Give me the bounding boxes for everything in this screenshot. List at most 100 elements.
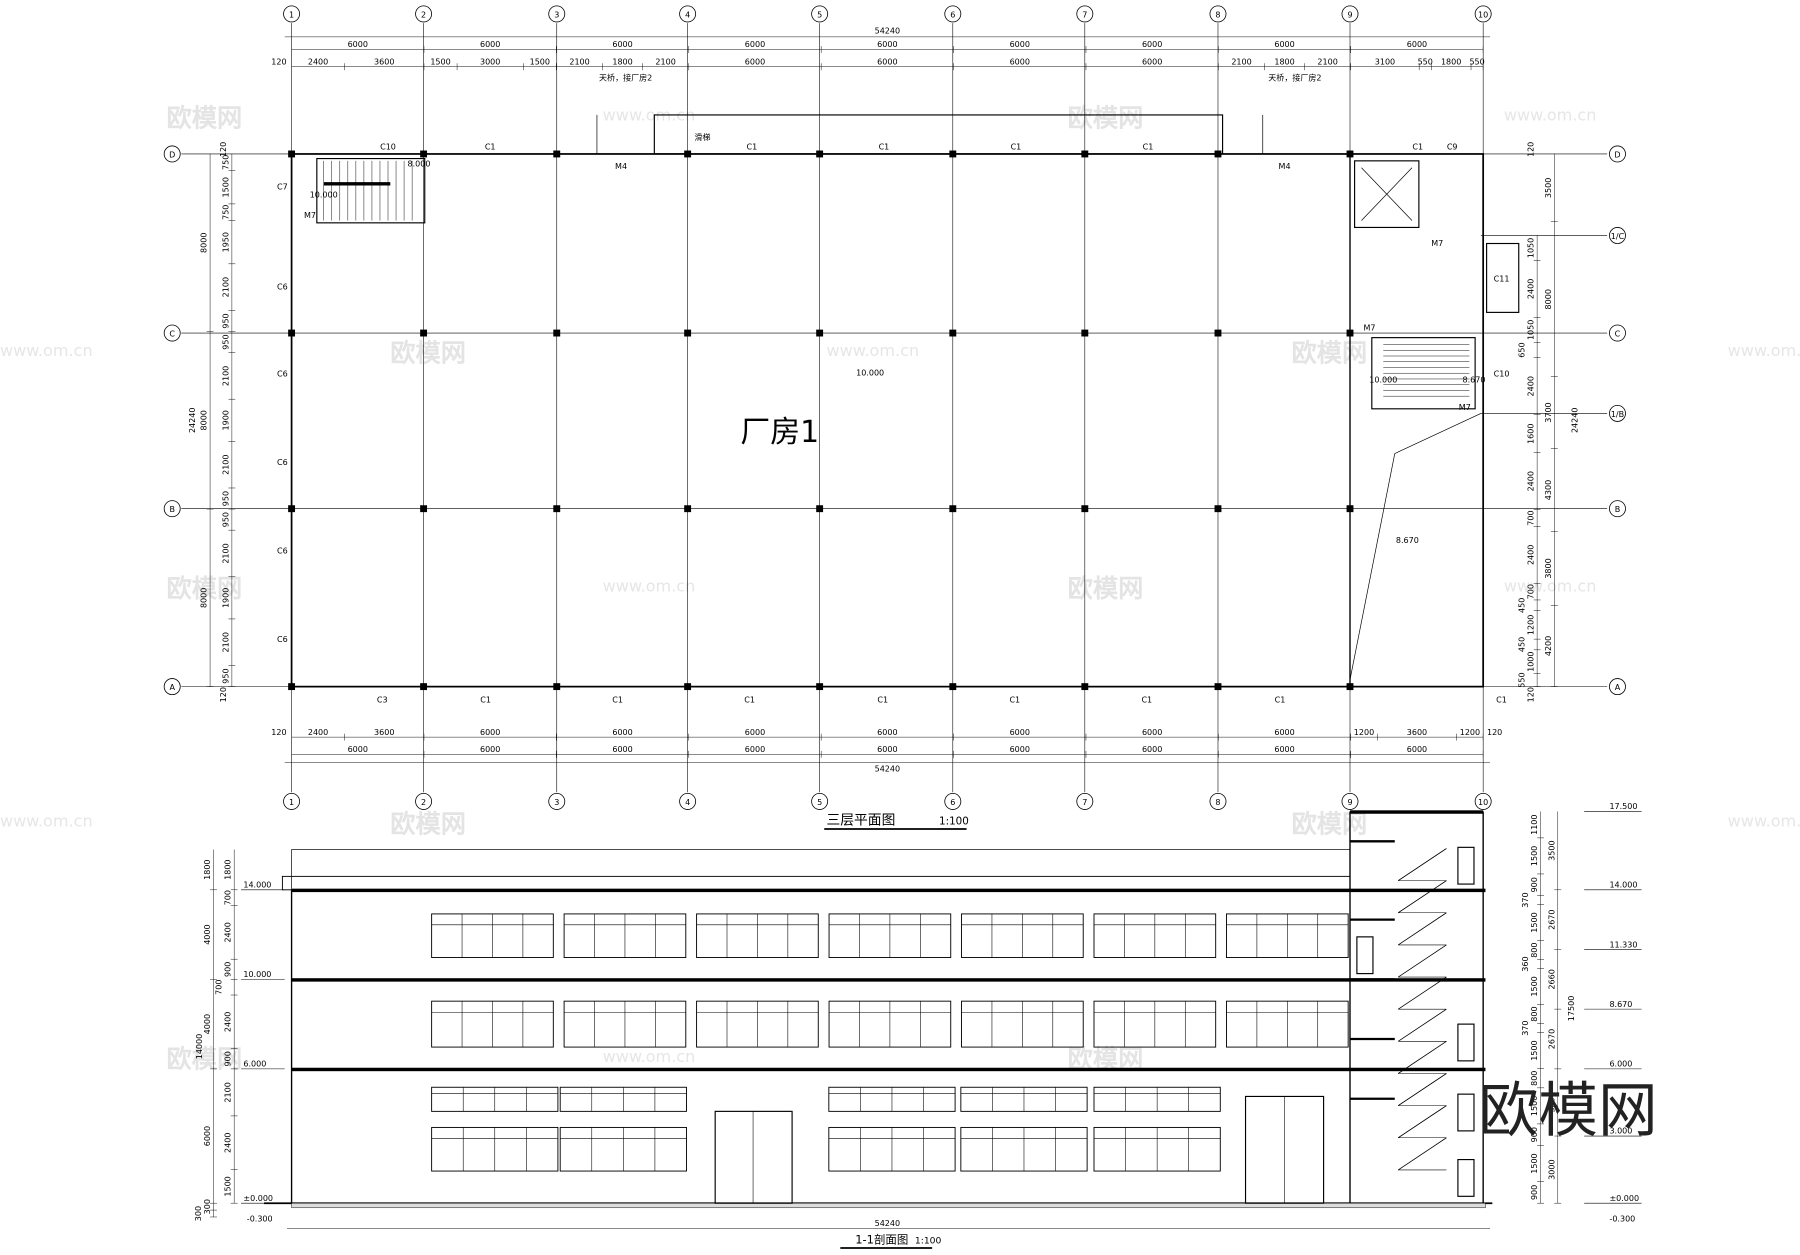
window-label-left: C6 <box>277 370 288 379</box>
section-window <box>696 913 819 958</box>
dim-inner-right: 370 <box>1521 1020 1530 1035</box>
dim-detail-top: 2100 <box>1231 57 1251 66</box>
section-window <box>828 1000 952 1048</box>
window-label-left: C7 <box>277 183 288 192</box>
dim-axis-top: 6000 <box>1142 40 1162 49</box>
column-axis-label-bottom: 5 <box>817 798 822 807</box>
dim-detail-right: 1050 <box>1527 238 1536 258</box>
column-axis-label-top: 3 <box>554 10 559 19</box>
wall-offset: 120 <box>1487 728 1502 737</box>
structural-column <box>816 505 824 513</box>
row-axis-label-right: A <box>1615 683 1621 692</box>
dim-axis-bottom: 6000 <box>1142 745 1162 754</box>
dim-detail-right: 450 <box>1517 598 1526 613</box>
stair-roof-slab <box>1350 810 1484 814</box>
dim-inner-left: 900 <box>224 1051 233 1066</box>
structural-column <box>1081 329 1089 337</box>
watermark-text: 欧模网 <box>390 339 466 368</box>
exterior-wall <box>290 153 1485 688</box>
structural-column <box>288 329 296 337</box>
stair-flight <box>1397 1073 1447 1106</box>
axis-bubble <box>1341 792 1359 810</box>
watermark-text: 欧模网 <box>1068 574 1144 603</box>
bridge-label: 天桥，接厂房2 <box>599 72 652 82</box>
section-window <box>563 1000 687 1048</box>
stair-window <box>1457 846 1475 885</box>
door-label: M7 <box>1459 403 1471 412</box>
structural-column <box>1214 683 1222 691</box>
axis-bubble <box>679 792 697 810</box>
structural-column <box>1214 505 1222 513</box>
axis-bubble <box>163 145 181 163</box>
dim-detail-top: 3100 <box>1375 57 1395 66</box>
dim-detail-left: 950 <box>221 512 230 527</box>
bridge-label: 天桥，接厂房2 <box>1268 72 1321 82</box>
column-axis-label-bottom: 4 <box>685 798 690 807</box>
dim-detail-bottom: 2400 <box>308 728 328 737</box>
window-label-bottom: C1 <box>1496 696 1507 705</box>
section-window <box>431 913 554 958</box>
dim-inner-right: 900 <box>1530 877 1539 892</box>
window-label-right: C11 <box>1494 274 1510 283</box>
stair-flight <box>1397 912 1447 946</box>
level-mark-right: 6.000 <box>1609 1060 1632 1069</box>
dim-inner-right: 800 <box>1530 942 1539 957</box>
dim-axis-left: 8000 <box>200 588 209 608</box>
structural-column <box>684 329 692 337</box>
dim-detail-top: 1500 <box>530 57 550 66</box>
row-axis-label-left: D <box>169 150 175 159</box>
dim-axis-bottom: 6000 <box>1010 745 1030 754</box>
column-axis-label-bottom: 3 <box>554 798 559 807</box>
axis-bubble <box>548 792 566 810</box>
watermark-site: www.om.cn <box>603 1047 696 1066</box>
window-label-right: C10 <box>1494 370 1510 379</box>
stair-flight <box>1397 1105 1447 1139</box>
axis-bubble <box>1609 145 1626 163</box>
dim-detail-right: 450 <box>1517 637 1526 652</box>
dim-inner-right: 1100 <box>1530 814 1539 834</box>
axis-bubble <box>1609 324 1626 342</box>
axis-bubble <box>163 324 181 342</box>
structural-column <box>420 329 428 337</box>
section-window <box>961 1000 1084 1048</box>
dim-detail-bottom: 6000 <box>1010 728 1030 737</box>
dim-total-top: 54240 <box>875 26 901 35</box>
window-label-bottom: C1 <box>1275 696 1286 705</box>
axis-bubble <box>163 678 181 696</box>
column-axis-label-top: 9 <box>1347 10 1352 19</box>
watermark-site: www.om.cn <box>0 812 93 831</box>
section-view: 14.00010.0006.000±0.000-0.30017.50014.00… <box>194 802 1642 1229</box>
row-axis-label-left: A <box>169 683 175 692</box>
dim-detail-top: 2100 <box>655 57 675 66</box>
level-mark-left: 6.000 <box>243 1060 266 1069</box>
section-total-dim: 54240 <box>875 1219 901 1228</box>
window-label-bottom: C1 <box>612 696 623 705</box>
window-bay-c11 <box>1486 242 1520 313</box>
window-label-top: C1 <box>1011 142 1022 151</box>
stair-flight <box>1397 1008 1447 1042</box>
window-label-bottom: C1 <box>1141 696 1152 705</box>
watermark-text: 欧模网 <box>1291 339 1367 368</box>
dim-detail-left: 2100 <box>221 366 230 386</box>
wall-offset: 120 <box>219 687 228 702</box>
dim-axis-left: 8000 <box>200 233 209 253</box>
dim-detail-right: 1200 <box>1527 615 1536 635</box>
level-mark: 8.000 <box>408 160 431 169</box>
dim-detail-bottom: 6000 <box>612 728 632 737</box>
wall-offset: 120 <box>219 142 228 157</box>
dim-inner-right: 900 <box>1530 1127 1539 1142</box>
window-label-bottom: C3 <box>377 696 388 705</box>
row-axis-label-right: C <box>1615 329 1621 338</box>
dim-axis-right: 4200 <box>1544 636 1553 656</box>
axis-bubble <box>283 5 301 23</box>
structural-column <box>420 683 428 691</box>
section-window <box>960 1086 1088 1112</box>
axis-bubble <box>163 500 181 518</box>
dim-inner-right: 1500 <box>1530 846 1539 866</box>
dim-mid-right: 2670 <box>1547 1029 1556 1049</box>
dim-detail-left: 950 <box>221 668 230 683</box>
slide-label: 滑梯 <box>695 132 711 142</box>
dim-outer-left: 4000 <box>203 1014 212 1034</box>
plan-scale: 1:100 <box>939 815 969 827</box>
dim-detail-top: 2100 <box>1317 57 1337 66</box>
